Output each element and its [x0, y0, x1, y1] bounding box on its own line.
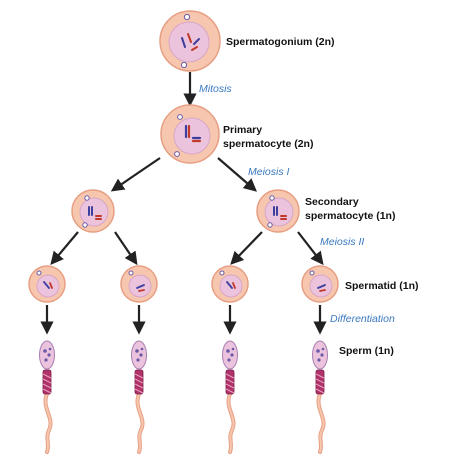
centrosome	[177, 114, 183, 120]
label-secondary-line2: spermatocyte (1n)	[305, 210, 395, 222]
label-spermatogonium: Spermatogonium (2n)	[226, 36, 335, 48]
cell-secondary-spermatocyte-left	[71, 189, 115, 233]
cell-primary-spermatocyte	[160, 104, 220, 164]
centrosome	[180, 61, 188, 69]
label-primary-line1: Primary	[223, 124, 262, 136]
step-meiosis-2: Meiosis II	[320, 236, 364, 248]
cell-spermatid-2	[120, 265, 158, 303]
arrow-primary-right	[217, 157, 257, 192]
centrosome	[82, 222, 88, 228]
sperm-2	[131, 340, 147, 454]
arrow-sec-left-2	[114, 231, 138, 266]
arrow-sec-left-1	[50, 231, 79, 266]
cell-spermatogonium	[159, 10, 221, 72]
step-differentiation: Differentiation	[330, 313, 395, 325]
centrosome	[309, 270, 315, 276]
centrosome	[269, 195, 275, 201]
centrosome	[267, 222, 273, 228]
arrow-sec-right-2	[297, 231, 324, 266]
label-secondary-line1: Secondary	[305, 196, 359, 208]
sperm-cells	[39, 340, 328, 454]
label-spermatid: Spermatid (1n)	[345, 280, 419, 292]
step-meiosis-1: Meiosis I	[248, 166, 290, 178]
cell-spermatid-4	[301, 265, 339, 303]
centrosome	[84, 195, 90, 201]
centrosome	[183, 13, 191, 21]
arrow-sec-right-1	[230, 231, 263, 265]
sperm-4	[312, 340, 328, 454]
centrosome	[36, 270, 42, 276]
centrosome	[174, 151, 180, 157]
arrow-primary-left	[110, 157, 161, 192]
centrosome	[128, 270, 134, 276]
arrows	[40, 72, 327, 335]
sperm-1	[39, 340, 55, 454]
centrosome	[219, 270, 225, 276]
step-mitosis: Mitosis	[199, 83, 232, 95]
label-sperm: Sperm (1n)	[339, 345, 394, 357]
label-primary-line2: spermatocyte (2n)	[223, 138, 313, 150]
cell-spermatid-1	[28, 265, 66, 303]
cell-spermatid-3	[211, 265, 249, 303]
sperm-3	[222, 340, 238, 454]
cell-secondary-spermatocyte-right	[256, 189, 300, 233]
